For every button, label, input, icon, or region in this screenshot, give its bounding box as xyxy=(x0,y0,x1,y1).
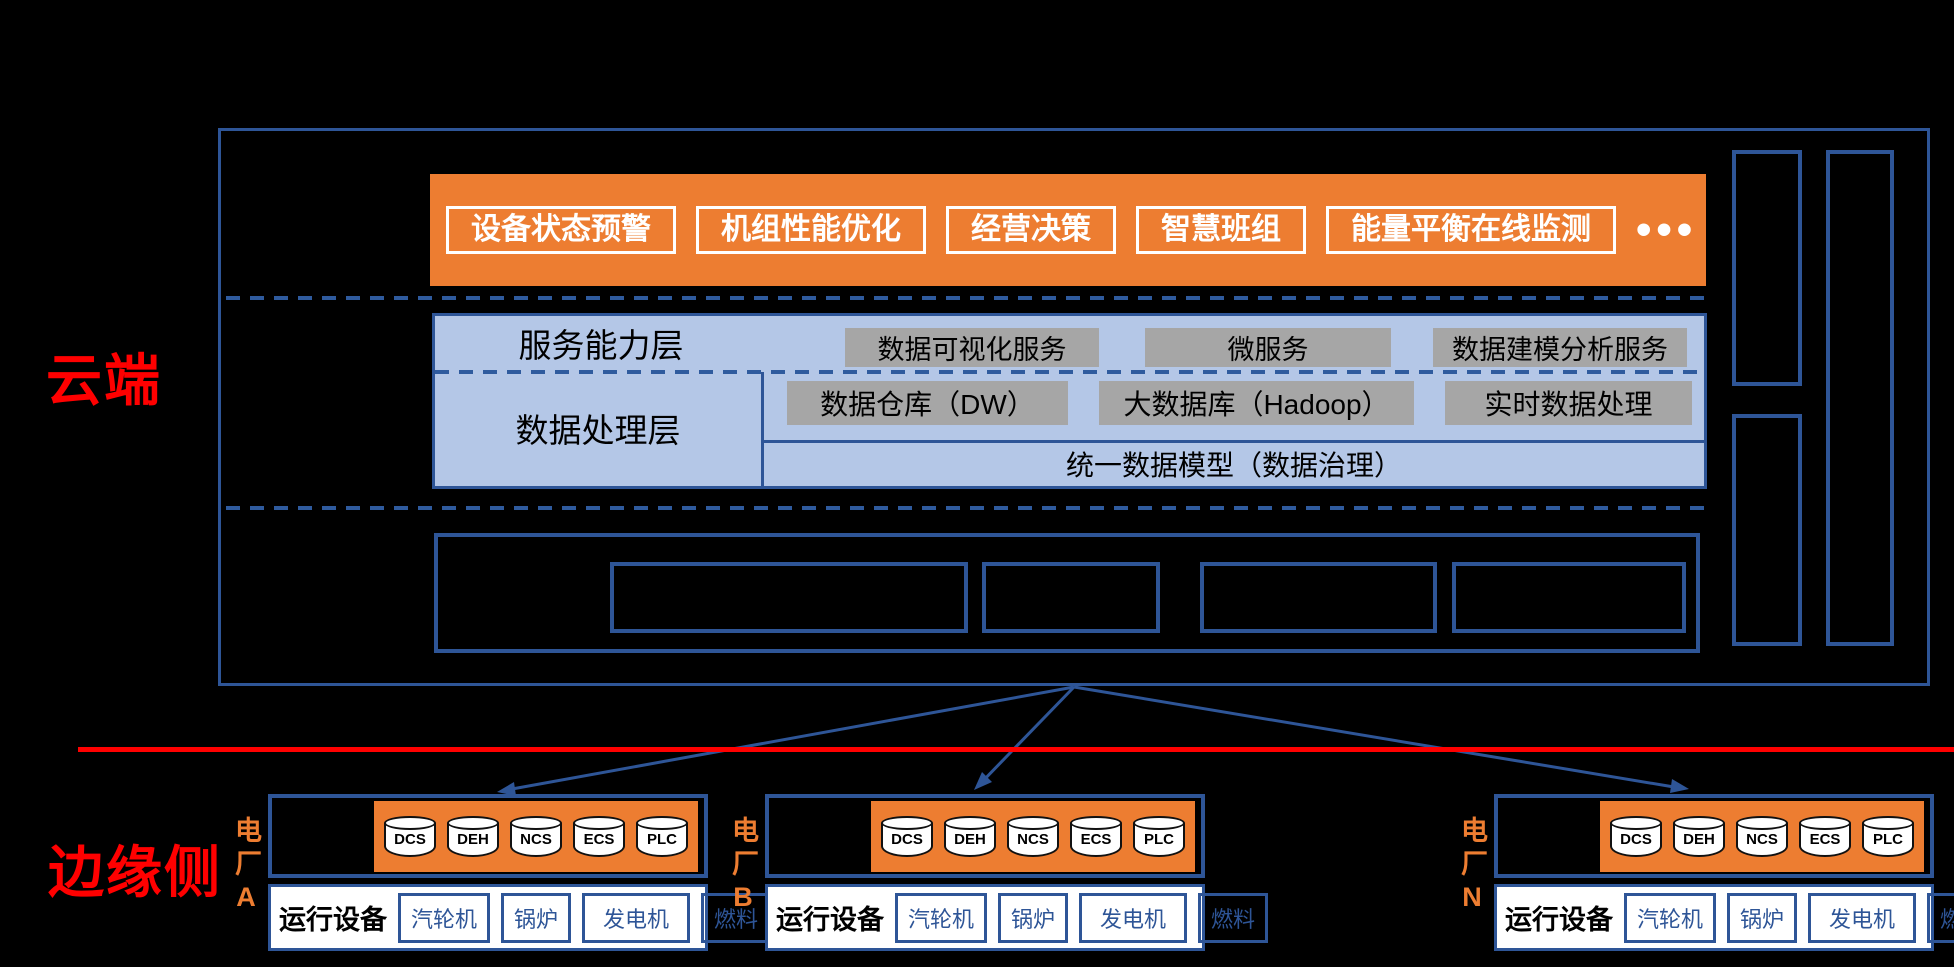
edge-section-label: 边缘侧 xyxy=(48,841,222,904)
database-icon: NCS xyxy=(1006,815,1060,858)
cloud-edge-divider-line xyxy=(78,747,1954,752)
data-layer-label: 数据处理层 xyxy=(515,412,681,449)
system-plc-label: PLC xyxy=(1144,830,1174,848)
plant-a-label: 电厂A xyxy=(231,816,261,918)
app-item-energy-balance: 能量平衡在线监测 xyxy=(1326,206,1616,254)
connector-line-plant-a xyxy=(511,685,1075,791)
service-layer-label: 服务能力层 xyxy=(518,327,684,364)
system-ecs-label: ECS xyxy=(583,830,615,848)
side-column-box-3 xyxy=(1826,150,1894,646)
dashed-separator-bottom xyxy=(226,506,1708,510)
database-icon: DCS xyxy=(880,815,934,858)
database-icon: PLC xyxy=(1132,815,1186,858)
plant-a-systems-box: DCS DEH NCS ECS PLC xyxy=(268,794,708,878)
device-generator: 发电机 xyxy=(1808,892,1917,943)
database-icon: NCS xyxy=(509,815,563,858)
plant-n-systems-box: DCS DEH NCS ECS PLC xyxy=(1494,794,1934,878)
database-icon: DCS xyxy=(383,815,437,858)
side-column-box-1 xyxy=(1732,150,1802,386)
devices-label: 运行设备 xyxy=(1505,905,1613,935)
layers-panel: 服务能力层 数据可视化服务 微服务 数据建模分析服务 数据处理层 数据仓库（DW… xyxy=(432,313,1707,489)
unified-data-model-label: 统一数据模型（数据治理） xyxy=(1065,450,1402,481)
device-boiler: 锅炉 xyxy=(1727,892,1798,943)
side-column-box-2 xyxy=(1732,414,1802,646)
system-ncs-label: NCS xyxy=(520,830,552,848)
plant-n-label: 电厂N xyxy=(1457,816,1487,918)
database-icon: DEH xyxy=(446,815,500,858)
connector-line-plant-n xyxy=(1073,685,1675,789)
store-realtime-processing: 实时数据处理 xyxy=(1445,381,1692,425)
plant-a-devices-box: 运行设备 汽轮机 锅炉 发电机 燃料 xyxy=(268,884,772,951)
database-icon: NCS xyxy=(1735,815,1789,858)
infrastructure-item-2 xyxy=(982,562,1160,633)
device-steam-turbine: 汽轮机 xyxy=(895,892,988,943)
database-icon: DEH xyxy=(1672,815,1726,858)
infrastructure-box xyxy=(434,533,1700,653)
cloud-section-label: 云端 xyxy=(46,349,162,412)
system-ncs-label: NCS xyxy=(1746,830,1778,848)
device-steam-turbine: 汽轮机 xyxy=(1624,892,1717,943)
unified-model-divider xyxy=(764,440,1704,443)
database-icon: ECS xyxy=(1798,815,1852,858)
device-generator: 发电机 xyxy=(1079,892,1188,943)
device-fuel: 燃料 xyxy=(1927,892,1954,943)
system-dcs-label: DCS xyxy=(1620,830,1652,848)
store-data-warehouse: 数据仓库（DW） xyxy=(787,381,1068,425)
application-bar: 设备状态预警 机组性能优化 经营决策 智慧班组 能量平衡在线监测 ••• xyxy=(430,174,1706,286)
app-item-unit-optimization: 机组性能优化 xyxy=(696,206,926,254)
plant-n-systems-panel: DCS DEH NCS ECS PLC xyxy=(1600,801,1924,872)
device-boiler: 锅炉 xyxy=(501,892,572,943)
plant-a-systems-panel: DCS DEH NCS ECS PLC xyxy=(374,801,698,872)
infrastructure-item-3 xyxy=(1200,562,1437,633)
database-icon: ECS xyxy=(1069,815,1123,858)
database-icon: DCS xyxy=(1609,815,1663,858)
device-steam-turbine: 汽轮机 xyxy=(398,892,491,943)
plant-b-group: 电厂B DCS DEH NCS ECS PLC 运行设备 汽轮机 锅炉 发电机 … xyxy=(727,780,1269,957)
plant-b-label: 电厂B xyxy=(728,816,758,918)
dashed-separator-top xyxy=(226,296,1708,300)
plant-b-devices-box: 运行设备 汽轮机 锅炉 发电机 燃料 xyxy=(765,884,1269,951)
database-icon: DEH xyxy=(943,815,997,858)
service-data-modeling: 数据建模分析服务 xyxy=(1433,328,1687,367)
database-icon: PLC xyxy=(1861,815,1915,858)
app-item-smart-team: 智慧班组 xyxy=(1136,206,1306,254)
plant-b-systems-panel: DCS DEH NCS ECS PLC xyxy=(871,801,1195,872)
infrastructure-item-4 xyxy=(1452,562,1686,633)
app-item-equipment-warning: 设备状态预警 xyxy=(446,206,676,254)
system-deh-label: DEH xyxy=(1683,830,1715,848)
store-big-data: 大数据库（Hadoop） xyxy=(1099,381,1414,425)
app-item-business-decision: 经营决策 xyxy=(946,206,1116,254)
system-dcs-label: DCS xyxy=(891,830,923,848)
device-generator: 发电机 xyxy=(582,892,691,943)
layer-divider-dashed xyxy=(435,370,1704,374)
device-fuel: 燃料 xyxy=(701,892,772,943)
service-data-visualization: 数据可视化服务 xyxy=(845,328,1099,367)
devices-label: 运行设备 xyxy=(279,905,387,935)
plant-n-devices-box: 运行设备 汽轮机 锅炉 发电机 燃料 xyxy=(1494,884,1954,951)
system-dcs-label: DCS xyxy=(394,830,426,848)
device-boiler: 锅炉 xyxy=(998,892,1069,943)
system-ecs-label: ECS xyxy=(1809,830,1841,848)
plant-n-group: 电厂N DCS DEH NCS ECS PLC 运行设备 汽轮机 锅炉 发电机 … xyxy=(1456,780,1954,957)
system-ecs-label: ECS xyxy=(1080,830,1112,848)
connector-line-plant-b xyxy=(976,685,1076,788)
device-fuel: 燃料 xyxy=(1198,892,1269,943)
system-plc-label: PLC xyxy=(1873,830,1903,848)
infrastructure-item-1 xyxy=(610,562,968,633)
system-deh-label: DEH xyxy=(954,830,986,848)
devices-label: 运行设备 xyxy=(776,905,884,935)
plant-b-systems-box: DCS DEH NCS ECS PLC xyxy=(765,794,1205,878)
cloud-platform-box xyxy=(218,128,1930,686)
plant-a-group: 电厂A DCS DEH NCS ECS PLC 运行设备 汽轮机 锅炉 发电机 … xyxy=(230,780,772,957)
database-icon: ECS xyxy=(572,815,626,858)
system-deh-label: DEH xyxy=(457,830,489,848)
system-plc-label: PLC xyxy=(647,830,677,848)
system-ncs-label: NCS xyxy=(1017,830,1049,848)
ellipsis-icon: ••• xyxy=(1636,205,1698,254)
data-layer-divider xyxy=(761,372,764,486)
database-icon: PLC xyxy=(635,815,689,858)
service-microservices: 微服务 xyxy=(1145,328,1391,367)
